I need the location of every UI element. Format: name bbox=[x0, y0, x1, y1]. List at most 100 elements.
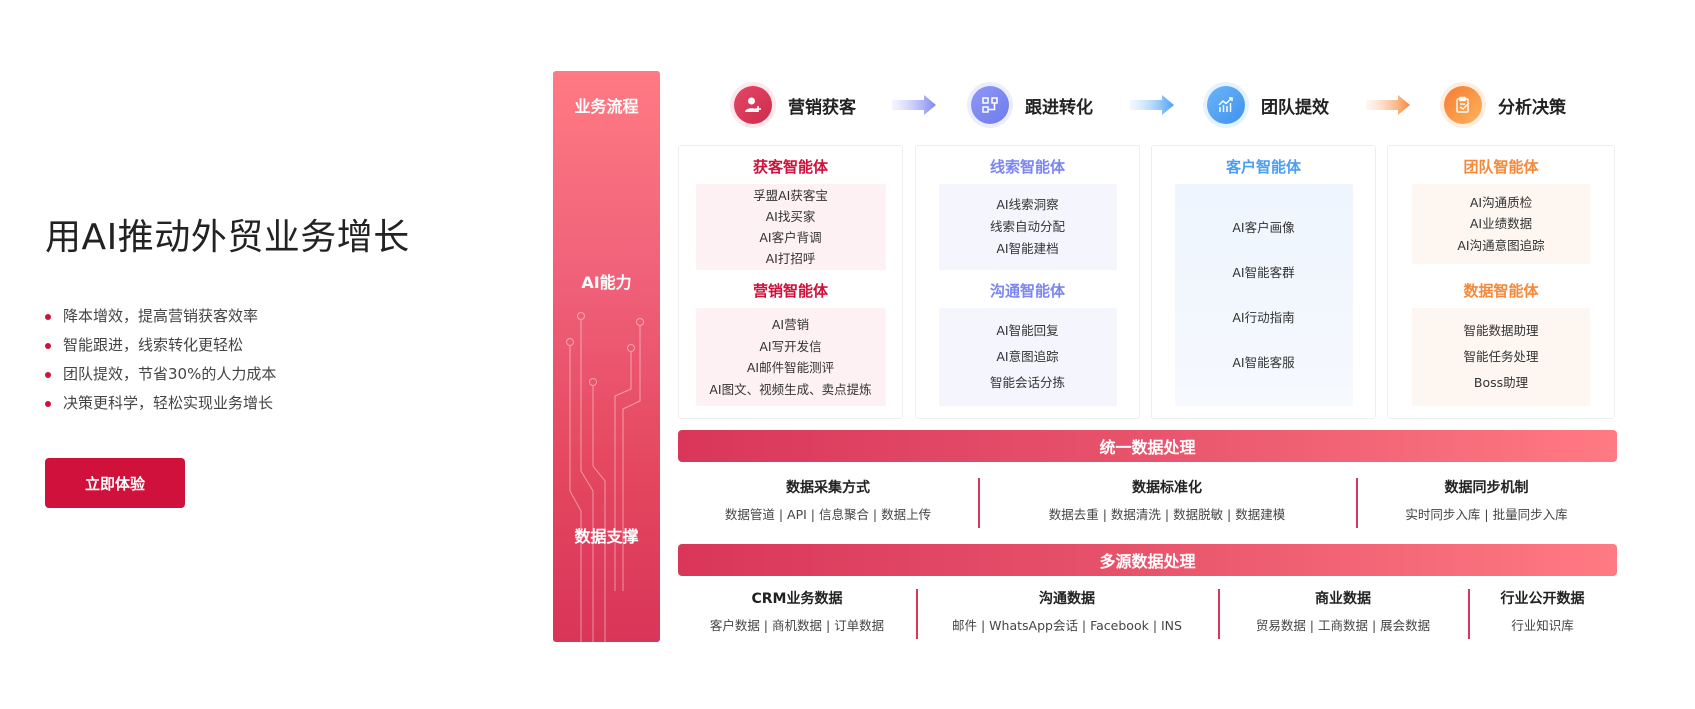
agent-item: Boss助理 bbox=[1473, 375, 1529, 390]
divider bbox=[916, 589, 918, 639]
agent-item: 智能会话分拣 bbox=[989, 375, 1065, 390]
step-label: 团队提效 bbox=[1261, 97, 1329, 118]
data-cell-title: 行业公开数据 bbox=[1500, 591, 1585, 607]
layer-rail: 业务流程 AI能力 数据支撑 bbox=[553, 71, 660, 642]
benefit-item: 团队提效，节省30%的人力成本 bbox=[45, 360, 465, 389]
try-now-button[interactable]: 立即体验 bbox=[45, 458, 185, 508]
agent-group-title: 客户智能体 bbox=[1225, 158, 1301, 176]
agent-item-list: AI营销 AI写开发信 AI邮件智能测评 AI图文、视频生成、卖点提炼 bbox=[695, 308, 886, 406]
data-cell-sub: 客户数据 | 商机数据 | 订单数据 bbox=[709, 618, 885, 633]
agent-item: 智能任务处理 bbox=[1463, 349, 1539, 364]
step-follow-up-conversion: 跟进转化 bbox=[967, 80, 1093, 130]
agent-item: AI写开发信 bbox=[759, 338, 822, 354]
agent-group-title: 获客智能体 bbox=[752, 158, 828, 176]
agent-item-list: AI线索洞察 线索自动分配 AI智能建档 bbox=[938, 184, 1117, 270]
multi-source-data-row: CRM业务数据 客户数据 | 商机数据 | 订单数据 沟通数据 邮件 | Wha… bbox=[678, 589, 1617, 639]
data-cell-sub: 邮件 | WhatsApp会话 | Facebook | INS bbox=[952, 618, 1182, 633]
agent-item: AI行动指南 bbox=[1232, 310, 1295, 325]
agent-item: AI沟通意图追踪 bbox=[1457, 237, 1545, 253]
data-cell-sub: 行业知识库 bbox=[1511, 618, 1574, 633]
agent-item: AI邮件智能测评 bbox=[746, 360, 835, 375]
agent-group-title: 线索智能体 bbox=[989, 158, 1065, 176]
agent-item-list: 孚盟AI获客宝 AI找买家 AI客户背调 AI打招呼 bbox=[695, 184, 886, 270]
data-cell-title: 商业数据 bbox=[1315, 591, 1371, 607]
agent-item: AI沟通质检 bbox=[1469, 194, 1533, 210]
unified-data-row: 数据采集方式 数据管道 | API | 信息聚合 | 数据上传 数据标准化 数据… bbox=[678, 478, 1617, 528]
data-cell-title: CRM业务数据 bbox=[751, 591, 843, 607]
agent-item: AI线索洞察 bbox=[996, 197, 1059, 212]
trend-chart-icon bbox=[1203, 82, 1249, 128]
agent-item: AI智能回复 bbox=[996, 323, 1059, 338]
agent-card-team-data: 团队智能体 AI沟通质检 AI业绩数据 AI沟通意图追踪 数据智能体 智能数据助… bbox=[1387, 145, 1615, 419]
agent-group-title: 数据智能体 bbox=[1463, 282, 1539, 300]
multi-source-data-band: 多源数据处理 bbox=[678, 544, 1617, 576]
agent-item: AI智能建档 bbox=[996, 241, 1059, 256]
unified-data-band: 统一数据处理 bbox=[678, 430, 1617, 462]
process-steps: 营销获客 跟进转化 团队提效 bbox=[678, 80, 1618, 130]
benefit-list: 降本增效，提高营销获客效率 智能跟进，线索转化更轻松 团队提效，节省30%的人力… bbox=[45, 302, 465, 418]
agent-item: AI智能客服 bbox=[1232, 355, 1295, 370]
rail-label-business-process: 业务流程 bbox=[574, 97, 639, 116]
rail-label-ai-capability: AI能力 bbox=[581, 273, 632, 292]
arrow-right-icon bbox=[1366, 95, 1410, 115]
agent-item: AI图文、视频生成、卖点提炼 bbox=[709, 381, 872, 397]
data-cell: CRM业务数据 客户数据 | 商机数据 | 订单数据 bbox=[678, 589, 916, 639]
agent-card-acquisition-marketing: 获客智能体 孚盟AI获客宝 AI找买家 AI客户背调 AI打招呼 营销智能体 A… bbox=[678, 145, 903, 419]
data-cell-title: 数据标准化 bbox=[1132, 480, 1202, 496]
data-cell: 数据标准化 数据去重 | 数据清洗 | 数据脱敏 | 数据建模 bbox=[978, 478, 1356, 528]
agent-group-title: 营销智能体 bbox=[752, 282, 828, 300]
step-team-efficiency: 团队提效 bbox=[1203, 80, 1329, 130]
agent-item: 线索自动分配 bbox=[989, 219, 1065, 234]
user-add-icon bbox=[730, 82, 776, 128]
data-cell: 商业数据 贸易数据 | 工商数据 | 展会数据 bbox=[1218, 589, 1468, 639]
divider bbox=[1218, 589, 1220, 639]
step-label: 分析决策 bbox=[1498, 97, 1566, 118]
agent-item: 智能数据助理 bbox=[1463, 323, 1539, 338]
agent-item: AI智能客群 bbox=[1232, 265, 1295, 280]
agent-card-leads-communication: 线索智能体 AI线索洞察 线索自动分配 AI智能建档 沟通智能体 AI智能回复 … bbox=[915, 145, 1140, 419]
circuit-lines-decoration bbox=[566, 312, 644, 642]
agent-item-list: 智能数据助理 智能任务处理 Boss助理 bbox=[1412, 308, 1590, 406]
data-cell-sub: 数据管道 | API | 信息聚合 | 数据上传 bbox=[724, 507, 932, 522]
step-marketing-acquisition: 营销获客 bbox=[730, 80, 856, 130]
data-cell-sub: 贸易数据 | 工商数据 | 展会数据 bbox=[1255, 618, 1431, 633]
divider bbox=[978, 478, 980, 528]
hero-section: 用AI推动外贸业务增长 降本增效，提高营销获客效率 智能跟进，线索转化更轻松 团… bbox=[45, 212, 465, 508]
agent-item-list: AI沟通质检 AI业绩数据 AI沟通意图追踪 bbox=[1412, 184, 1590, 264]
rail-label-data-support: 数据支撑 bbox=[574, 527, 639, 546]
agent-group-title: 团队智能体 bbox=[1463, 158, 1539, 176]
step-label: 跟进转化 bbox=[1025, 97, 1093, 118]
step-label: 营销获客 bbox=[788, 97, 856, 118]
agent-item: AI意图追踪 bbox=[996, 349, 1059, 364]
agent-item: AI打招呼 bbox=[765, 251, 816, 266]
agent-item: AI客户背调 bbox=[759, 230, 822, 245]
agent-item: AI业绩数据 bbox=[1469, 216, 1533, 232]
agent-item: 孚盟AI获客宝 bbox=[753, 188, 828, 203]
data-cell: 沟通数据 邮件 | WhatsApp会话 | Facebook | INS bbox=[916, 589, 1218, 639]
agent-card-customer: 客户智能体 AI客户画像 AI智能客群 AI行动指南 AI智能客服 bbox=[1151, 145, 1376, 419]
agent-group-title: 沟通智能体 bbox=[989, 282, 1065, 300]
data-cell: 数据采集方式 数据管道 | API | 信息聚合 | 数据上传 bbox=[678, 478, 978, 528]
arrow-right-icon bbox=[1130, 95, 1174, 115]
divider bbox=[1468, 589, 1470, 639]
data-cell-sub: 数据去重 | 数据清洗 | 数据脱敏 | 数据建模 bbox=[1048, 507, 1286, 522]
benefit-item: 智能跟进，线索转化更轻松 bbox=[45, 331, 465, 360]
agent-item: AI客户画像 bbox=[1232, 220, 1295, 235]
divider bbox=[1356, 478, 1358, 528]
data-cell: 数据同步机制 实时同步入库 | 批量同步入库 bbox=[1356, 478, 1617, 528]
data-cell-title: 数据同步机制 bbox=[1444, 480, 1529, 496]
agent-item: AI营销 bbox=[771, 317, 810, 332]
clipboard-check-icon bbox=[1440, 82, 1486, 128]
data-cell-sub: 实时同步入库 | 批量同步入库 bbox=[1405, 507, 1568, 522]
benefit-item: 决策更科学，轻松实现业务增长 bbox=[45, 389, 465, 418]
arrow-right-icon bbox=[892, 95, 936, 115]
hero-title: 用AI推动外贸业务增长 bbox=[45, 217, 410, 258]
data-cell: 行业公开数据 行业知识库 bbox=[1468, 589, 1617, 639]
step-analysis-decision: 分析决策 bbox=[1440, 80, 1566, 130]
benefit-item: 降本增效，提高营销获客效率 bbox=[45, 302, 465, 331]
data-cell-title: 数据采集方式 bbox=[786, 480, 870, 496]
agent-item: AI找买家 bbox=[765, 209, 816, 224]
data-cell-title: 沟通数据 bbox=[1039, 591, 1095, 607]
flow-nodes-icon bbox=[967, 82, 1013, 128]
agent-item-list: AI客户画像 AI智能客群 AI行动指南 AI智能客服 bbox=[1174, 184, 1353, 406]
